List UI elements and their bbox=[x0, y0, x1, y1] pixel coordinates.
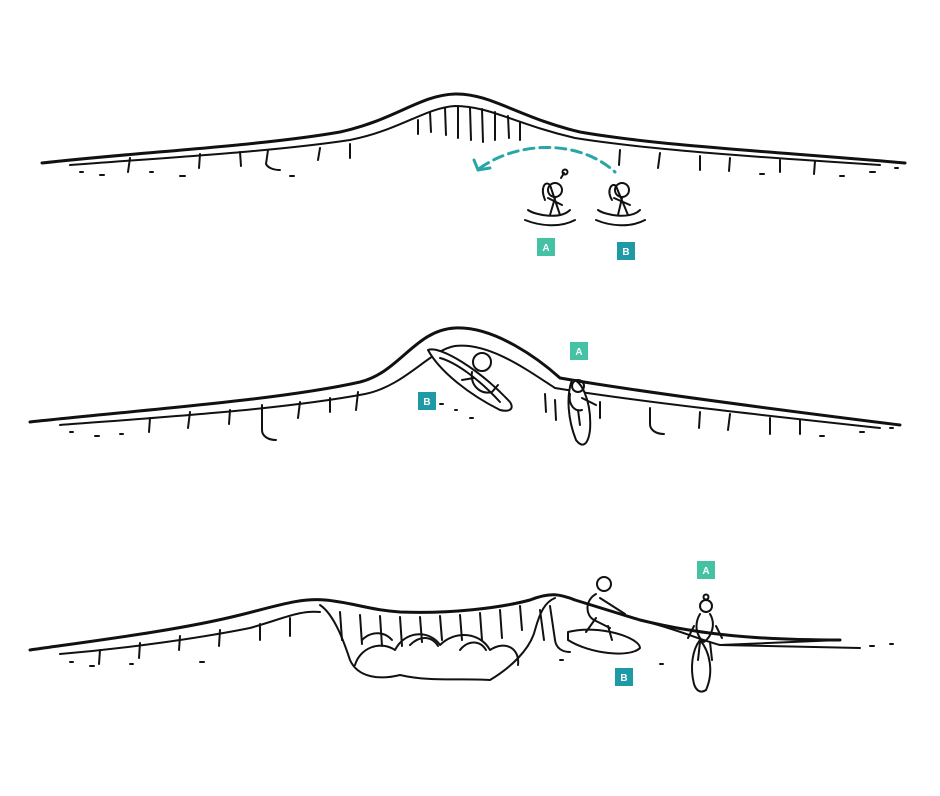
label-a-badge: A bbox=[697, 561, 715, 579]
swell-1 bbox=[40, 92, 907, 177]
surfer-b-takeoff-icon bbox=[427, 348, 513, 412]
surfer-b-riding-icon bbox=[567, 576, 641, 655]
panel-2: A B bbox=[28, 326, 902, 446]
svg-text:B: B bbox=[423, 397, 430, 408]
wave-2 bbox=[28, 326, 902, 441]
svg-text:A: A bbox=[542, 243, 549, 254]
panel-1: A B bbox=[40, 92, 907, 260]
label-b-badge: B bbox=[418, 392, 436, 410]
arrow-head bbox=[472, 158, 492, 172]
paddle-path-arrow bbox=[478, 146, 617, 174]
label-b-badge: B bbox=[615, 668, 633, 686]
barrel-wave-3 bbox=[28, 593, 894, 681]
surfer-b-paddling-icon bbox=[595, 182, 646, 227]
svg-text:B: B bbox=[622, 247, 629, 258]
surfer-a-paddling-icon bbox=[524, 168, 576, 227]
label-a-badge: A bbox=[537, 238, 555, 256]
label-a-badge: A bbox=[570, 342, 588, 360]
svg-text:B: B bbox=[620, 673, 627, 684]
label-b-badge: B bbox=[617, 242, 635, 260]
svg-text:A: A bbox=[702, 566, 709, 577]
panel-3: A B bbox=[28, 561, 894, 693]
surfer-a-sitting-icon bbox=[687, 593, 723, 693]
surfer-a-takeoff-icon bbox=[567, 379, 597, 446]
svg-text:A: A bbox=[575, 347, 582, 358]
